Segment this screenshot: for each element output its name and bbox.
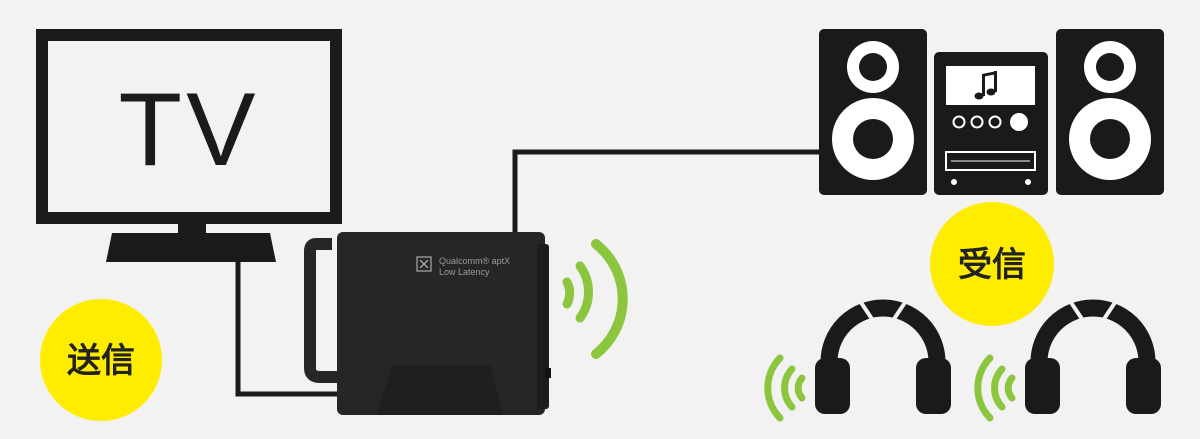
transmitter-body (337, 232, 545, 415)
stereo-slot (945, 151, 1036, 171)
music-note-icon (974, 71, 997, 100)
headphones-icon (1025, 296, 1161, 414)
receive-waves-icon (974, 354, 1016, 422)
tv-screen-frame (36, 29, 342, 224)
transmitter-base (376, 365, 503, 415)
transmitter-side-panel (537, 244, 549, 409)
receive-badge: 受信 (930, 202, 1054, 326)
aptx-x-icon (416, 256, 432, 272)
stereo-knob-1 (952, 115, 966, 129)
receive-waves-icon (764, 354, 806, 422)
left-speaker-icon (819, 29, 927, 195)
transmitter-side-button (545, 368, 551, 378)
send-badge-label: 送信 (67, 341, 135, 381)
headphones-left-cup (1025, 358, 1060, 414)
tv-icon: TV (36, 29, 342, 262)
send-badge: 送信 (40, 299, 162, 421)
headphones-icon (815, 296, 951, 414)
stereo-knob-3 (988, 115, 1002, 129)
headphones-right-cup (1126, 358, 1161, 414)
stereo-unit-icon (934, 52, 1048, 195)
transmitter-to-stereo-cable (512, 149, 830, 232)
stereo-indicator-left (951, 179, 957, 185)
stereo-system (819, 29, 1164, 195)
transmitter-device: Qualcomm® aptX Low Latency (304, 232, 551, 415)
stereo-volume-knob (1010, 113, 1028, 131)
headphones-right-cup (916, 358, 951, 414)
tv-to-transmitter-cable (235, 262, 345, 397)
tv-stand (106, 233, 276, 262)
stereo-display (946, 66, 1035, 105)
stereo-indicator-right (1025, 179, 1031, 185)
brand-latency: Low Latency (439, 267, 490, 277)
receive-badge-label: 受信 (958, 245, 1026, 285)
tv-label: TV (119, 72, 260, 188)
stereo-knob-2 (970, 115, 984, 129)
right-speaker-icon (1056, 29, 1164, 195)
brand-name: Qualcomm® aptX (439, 256, 510, 266)
tv-neck (178, 223, 206, 235)
transmitter-handle (304, 238, 338, 383)
headphones-left-cup (815, 358, 850, 414)
transmit-waves-icon (562, 239, 628, 359)
